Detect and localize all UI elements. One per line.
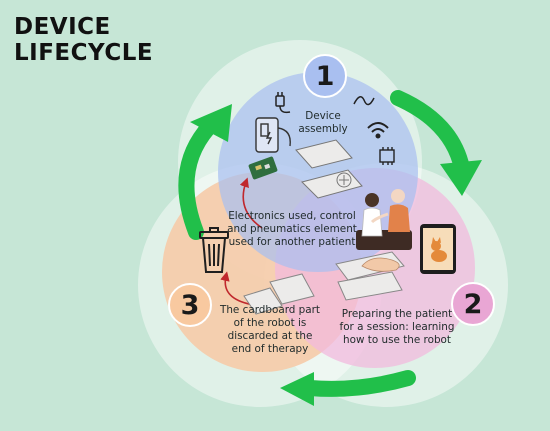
return-arrow-upper — [239, 177, 263, 229]
stage-1-caption: Device assembly — [298, 110, 348, 135]
cable-icon — [353, 96, 375, 106]
wifi-icon — [367, 122, 389, 139]
title-line-2: LIFECYCLE — [14, 40, 154, 66]
cycle-arrow-3-to-1 — [178, 104, 232, 240]
circuit-board-icon — [248, 156, 278, 180]
discarded-cardboard-icon — [243, 273, 315, 315]
stage-3-caption: The cardboard part of the robot is disca… — [219, 304, 320, 355]
cycle-arrow-2-to-3 — [280, 370, 416, 406]
cycle-arrow-1-to-2 — [390, 90, 482, 196]
stage-badge-3: 3 — [168, 283, 212, 327]
center-note: Electronics used, control and pneumatics… — [227, 210, 357, 248]
stage-badge-2: 2 — [451, 282, 495, 326]
title-line-1: DEVICE — [14, 14, 111, 40]
trash-bin-icon — [199, 227, 229, 273]
power-plug-icon — [275, 92, 291, 114]
stage-badge-1: 1 — [303, 54, 347, 98]
stage-2-caption: Preparing the patient for a session: lea… — [339, 308, 455, 346]
hand-robot-icon — [335, 251, 405, 301]
page-title: DEVICE LIFECYCLE — [14, 14, 153, 66]
cardboard-sheet-icon — [295, 139, 363, 199]
tablet-cat-icon — [420, 224, 456, 274]
battery-pack-icon — [255, 117, 291, 153]
chip-icon — [379, 147, 395, 165]
clinician-patient-illustration — [356, 189, 412, 250]
